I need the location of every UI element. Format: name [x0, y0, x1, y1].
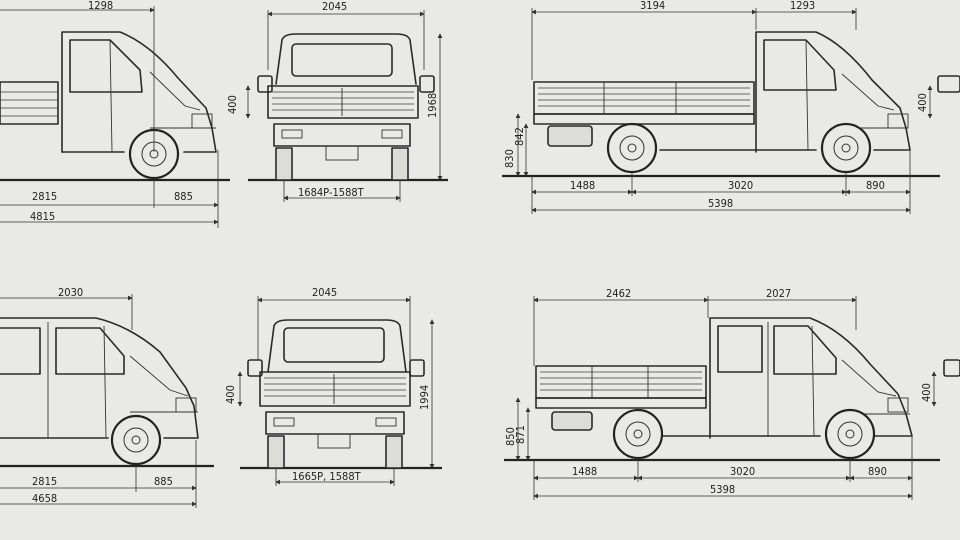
dim-label: 1298 — [88, 0, 113, 12]
dim-label: 5398 — [708, 197, 733, 210]
bottom-rear-view: 2045 1994 400 1665P, 1588T — [224, 286, 442, 486]
dim-label: 2045 — [312, 286, 337, 299]
dim-label: 400 — [916, 93, 929, 112]
dim-label: 1293 — [790, 0, 815, 12]
dim-label: 850 — [504, 427, 517, 446]
dim-label: 1994 — [418, 385, 431, 410]
dim-label: 3020 — [728, 179, 753, 192]
dim-label: 1684P-1588T — [298, 186, 365, 199]
dim-label: 890 — [866, 179, 885, 192]
dim-label: 400 — [920, 383, 933, 402]
dim-label: 400 — [224, 385, 237, 404]
bottom-edge-partial-view: 400 — [920, 359, 960, 407]
dim-label: 1968 — [426, 93, 439, 118]
dim-label: 2815 — [32, 190, 57, 203]
dim-label: 1488 — [570, 179, 595, 192]
dim-label: 2815 — [32, 475, 57, 488]
dim-label: 2027 — [766, 287, 791, 300]
bottom-right-side-view: 2462 2027 850 871 1488 30 — [504, 287, 940, 500]
dim-label: 2030 — [58, 286, 83, 299]
dim-label: 2462 — [606, 287, 631, 300]
top-left-side-view: 1298 2815 885 4815 — [0, 0, 230, 228]
dim-label: 890 — [868, 465, 887, 478]
dim-label: 3020 — [730, 465, 755, 478]
dim-label: 885 — [174, 190, 193, 203]
dim-label: 842 — [513, 127, 526, 146]
dim-label: 885 — [154, 475, 173, 488]
dim-label: 1665P, 1588T — [292, 470, 362, 483]
dim-label: 4815 — [30, 210, 55, 223]
top-edge-partial-view: 400 — [916, 75, 960, 119]
top-right-side-view: 3194 1293 830 842 1 — [502, 0, 940, 214]
dim-label: 2045 — [322, 0, 347, 13]
dim-label: 871 — [514, 425, 527, 444]
bottom-left-side-view: 2030 2815 885 4658 — [0, 286, 214, 508]
dim-label: 5398 — [710, 483, 735, 496]
top-rear-view: 2045 1968 400 1684P-1588T — [226, 0, 448, 202]
dim-label: 1488 — [572, 465, 597, 478]
dim-label: 830 — [503, 149, 516, 168]
dim-label: 400 — [226, 95, 239, 114]
dim-label: 4658 — [32, 492, 57, 505]
dim-label: 3194 — [640, 0, 665, 12]
